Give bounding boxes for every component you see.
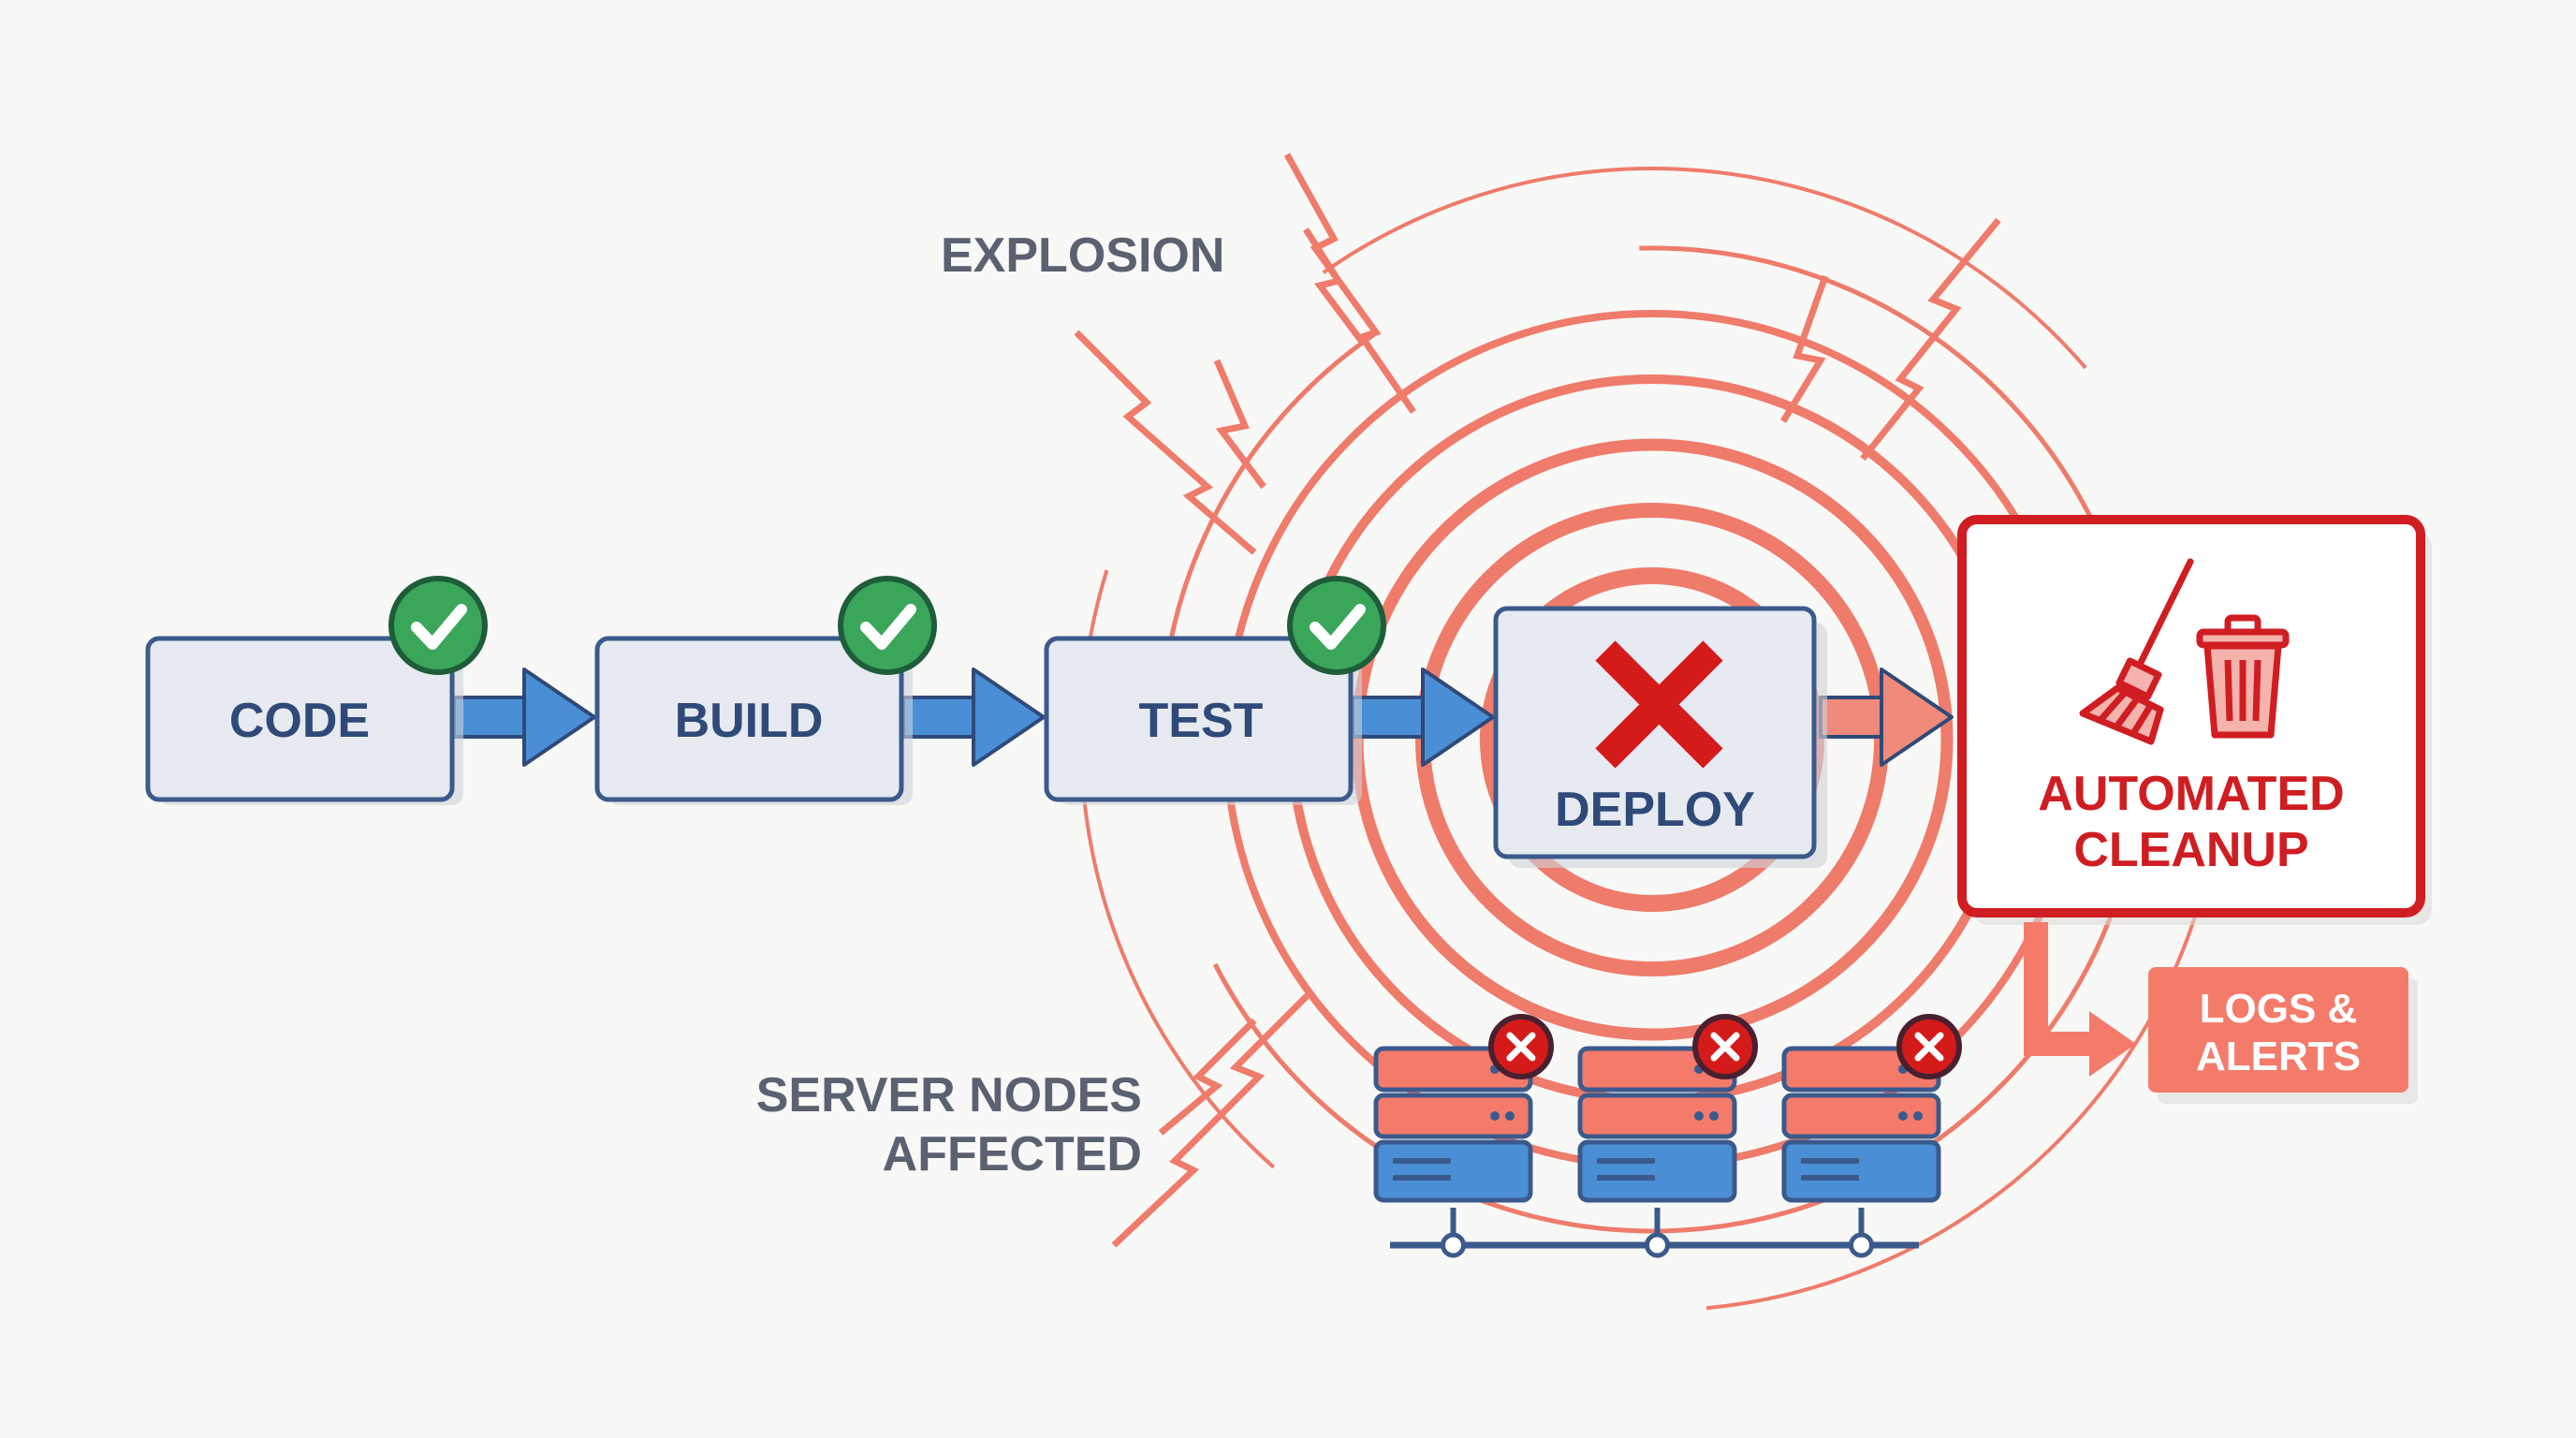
server-led: [1709, 1111, 1719, 1121]
lightning-bolts: [1074, 153, 2001, 1248]
x-icon: [1896, 1014, 1962, 1079]
servers-annotation-line1: SERVER NODES: [756, 1068, 1142, 1123]
check-icon: [388, 576, 488, 675]
lightning-bolt-icon: [1780, 274, 1829, 423]
cleanup-title-line2: CLEANUP: [2073, 823, 2308, 877]
stage-label: DEPLOY: [1555, 783, 1755, 837]
server-unit: [1781, 1139, 1941, 1203]
lightning-bolt-icon: [1303, 227, 1365, 345]
server-unit: [1373, 1093, 1533, 1139]
server-led: [1694, 1111, 1704, 1121]
pipeline-stage-deploy: DEPLOY: [1493, 606, 1827, 868]
trash-icon: [2196, 614, 2290, 739]
check-icon: [838, 576, 937, 675]
lightning-bolt-icon: [1074, 330, 1257, 555]
lightning-bolt-icon: [1860, 217, 2001, 462]
pipeline-stage-code: CODE: [145, 576, 488, 805]
stage-label: CODE: [229, 694, 370, 748]
server-led: [1490, 1111, 1500, 1121]
logs-alerts-line1: LOGS &: [2200, 986, 2358, 1032]
broom-icon: [2079, 558, 2194, 745]
logs-alerts-line2: ALERTS: [2196, 1034, 2361, 1079]
pipeline-arrows: [452, 668, 1954, 767]
check-icon: [1287, 576, 1386, 675]
server-led: [1505, 1111, 1515, 1121]
x-icon: [1488, 1014, 1554, 1079]
network-port-icon: [1645, 1232, 1670, 1258]
cleanup-title-line1: AUTOMATED: [2038, 767, 2344, 821]
server-unit: [1373, 1139, 1533, 1203]
automated-cleanup-panel: AUTOMATED CLEANUP: [1957, 515, 2432, 925]
lightning-bolt-icon: [1158, 1018, 1257, 1136]
arrow-code-to-build: [452, 668, 596, 767]
server-unit: [1577, 1093, 1737, 1139]
server-led: [1913, 1111, 1923, 1121]
server-node: [1577, 1014, 1758, 1258]
arrow-deploy-to-cleanup: [1819, 668, 1954, 767]
stage-label: TEST: [1139, 694, 1264, 748]
lightning-bolt-icon: [1213, 359, 1266, 490]
servers-annotation-line2: AFFECTED: [883, 1127, 1142, 1181]
server-unit: [1781, 1093, 1941, 1139]
server-unit: [1577, 1139, 1737, 1203]
cleanup-to-logs-connector: [2024, 922, 2136, 1077]
x-icon: [1692, 1014, 1758, 1079]
lightning-bolt-icon: [1283, 153, 1416, 414]
pipeline-stage-build: BUILD: [594, 576, 937, 805]
server-node: [1781, 1014, 1962, 1258]
server-node: [1373, 1014, 1554, 1258]
arrow-test-to-deploy: [1351, 668, 1495, 767]
network-port-icon: [1441, 1232, 1466, 1258]
logs-alerts-box: LOGS & ALERTS: [2148, 967, 2418, 1104]
x-icon: [1595, 640, 1723, 769]
network-port-icon: [1849, 1232, 1874, 1258]
stage-label: BUILD: [675, 694, 824, 748]
arrow-build-to-test: [901, 668, 1046, 767]
server-nodes: [1373, 1014, 1962, 1258]
server-led: [1898, 1111, 1908, 1121]
lightning-bolt-icon: [1111, 990, 1313, 1248]
pipeline-stage-test: TEST: [1044, 576, 1386, 805]
explosion-annotation: EXPLOSION: [941, 228, 1224, 283]
